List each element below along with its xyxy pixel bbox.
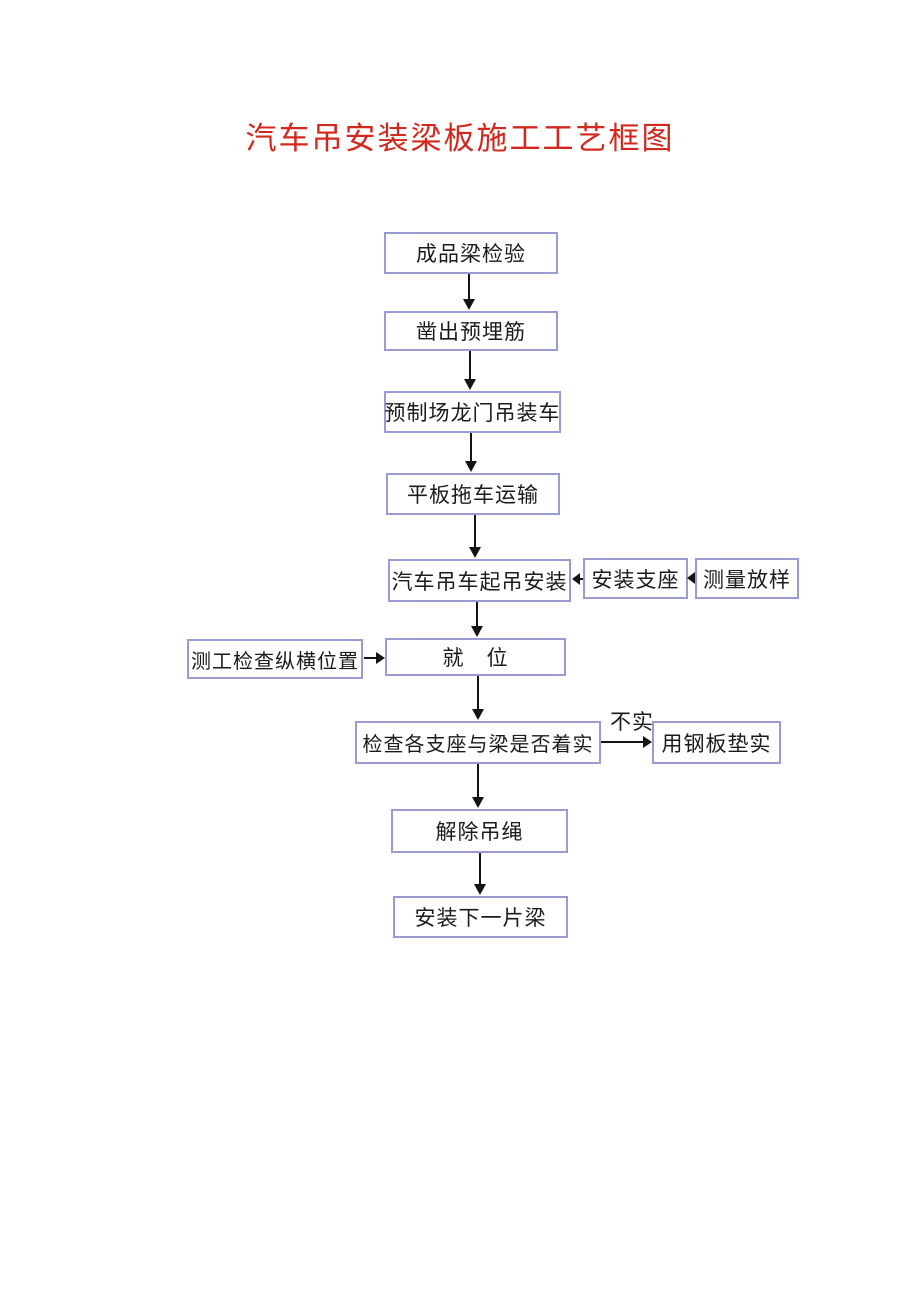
flow-node-finished-beam-inspection: 成品梁检验 (384, 232, 558, 274)
arrow-down-icon (469, 515, 481, 558)
edge-label-not-seated: 不实 (610, 710, 654, 734)
flow-node-label: 安装支座 (591, 567, 680, 592)
flow-node-check-bearings-seated: 检查各支座与梁是否着实 (355, 721, 601, 764)
flow-node-precast-yard-gantry-loading: 预制场龙门吊装车 (384, 391, 561, 433)
flow-node-label: 测工检查纵横位置 (191, 650, 359, 673)
arrow-left-icon (687, 572, 695, 584)
flow-node-label: 用钢板垫实 (661, 731, 772, 756)
flow-node-flatbed-trailer-transport: 平板拖车运输 (386, 473, 560, 515)
flow-node-survey-setting-out: 测量放样 (695, 558, 799, 599)
flow-node-label: 解除吊绳 (435, 820, 524, 844)
flow-node-label: 凿出预埋筋 (416, 320, 526, 344)
flow-node-label: 平板拖车运输 (407, 483, 539, 507)
arrow-down-icon (474, 853, 486, 895)
flow-node-label: 成品梁检验 (416, 242, 526, 266)
flow-node-label: 测量放样 (703, 567, 791, 592)
flow-node-label: 检查各支座与梁是否着实 (362, 734, 594, 756)
arrow-down-icon (472, 764, 484, 808)
flow-node-install-bearing: 安装支座 (583, 558, 688, 599)
flow-node-pad-with-steel-plate: 用钢板垫实 (652, 721, 781, 764)
flow-node-truck-crane-lift-install: 汽车吊车起吊安装 (388, 559, 571, 602)
flow-node-install-next-beam: 安装下一片梁 (393, 896, 568, 938)
page-title: 汽车吊安装梁板施工工艺框图 (245, 121, 675, 156)
flow-node-in-place: 就 位 (385, 638, 566, 676)
arrow-left-icon (572, 573, 583, 585)
arrow-right-icon (364, 652, 385, 664)
arrow-down-icon (463, 274, 475, 310)
arrow-right-icon (601, 736, 652, 748)
flow-node-label: 安装下一片梁 (414, 906, 547, 930)
flow-node-label: 汽车吊车起吊安装 (391, 569, 568, 594)
arrow-down-icon (472, 676, 484, 720)
arrow-down-icon (464, 351, 476, 390)
flow-node-label: 预制场龙门吊装车 (384, 401, 561, 425)
arrow-down-icon (465, 433, 477, 472)
flow-node-label: 就 位 (442, 646, 509, 670)
flow-node-release-sling: 解除吊绳 (391, 809, 568, 853)
flow-node-surveyor-check-position: 测工检查纵横位置 (187, 639, 363, 679)
flow-node-chisel-out-embedded-bars: 凿出预埋筋 (384, 311, 558, 351)
arrow-down-icon (471, 602, 483, 637)
